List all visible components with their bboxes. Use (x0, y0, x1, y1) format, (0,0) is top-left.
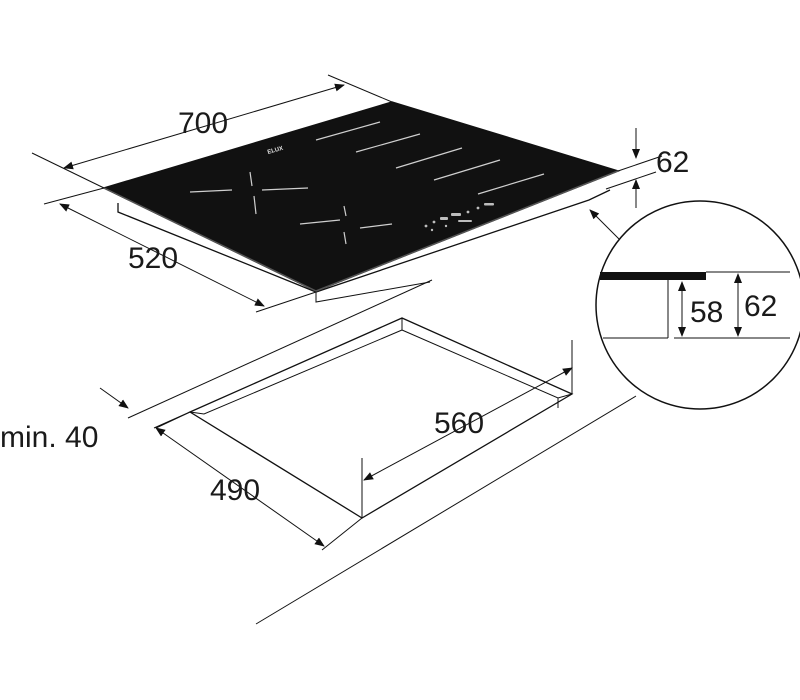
cooking-zone-markings (189, 121, 545, 245)
control-panel (424, 203, 494, 232)
dimension-depth: 520 (43, 187, 317, 313)
thickness-detail: 58 62 (589, 200, 800, 410)
worktop-back-edge (127, 279, 433, 419)
depth-label: 520 (128, 242, 178, 275)
min-distance-label: min. 40 (0, 421, 98, 454)
detail-glass-section (600, 272, 706, 280)
dimension-width: 700 (31, 74, 393, 189)
cutout-width-label: 560 (434, 407, 484, 440)
dimension-height: 62 (605, 128, 689, 208)
worktop-cutout: min. 40 560 490 (0, 279, 637, 625)
cutout-depth-label: 490 (210, 474, 260, 507)
height-label: 62 (656, 146, 689, 179)
detail-circle (595, 200, 800, 410)
detail-inner-label: 58 (690, 296, 723, 329)
detail-outer-label: 62 (744, 290, 777, 323)
width-label: 700 (178, 107, 228, 140)
hob-underside-edge (315, 281, 431, 303)
